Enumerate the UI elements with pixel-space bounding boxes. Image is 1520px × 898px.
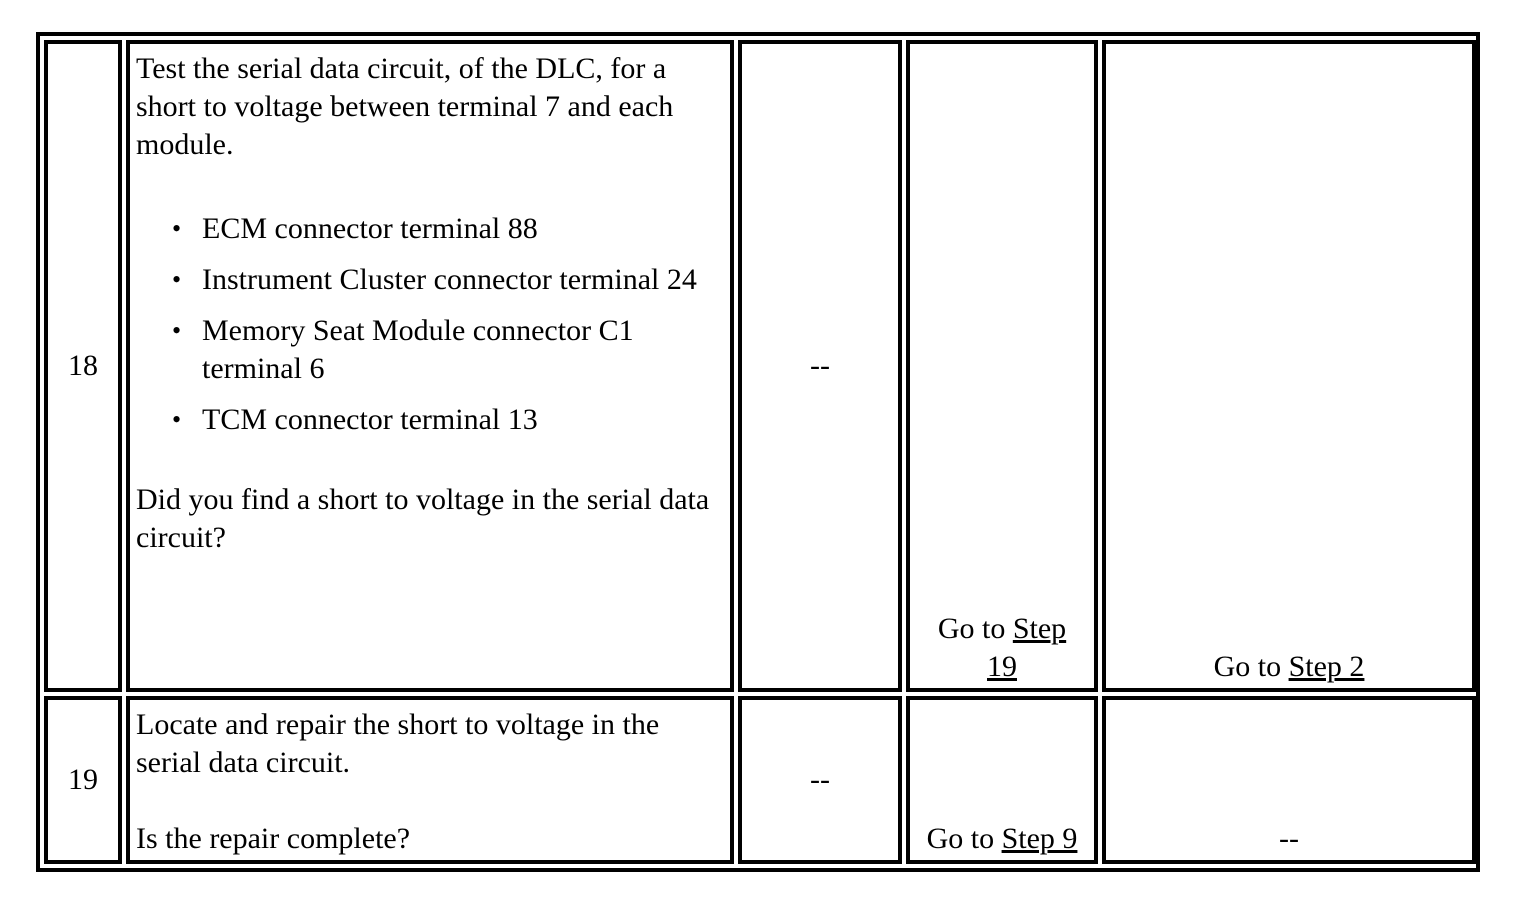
module-list: • ECM connector terminal 88 • Instrument C… xyxy=(136,210,722,439)
no-prefix: Go to xyxy=(1213,650,1289,683)
action-text: Locate and repair the short to voltage i… xyxy=(136,708,660,779)
question-text: Is the repair complete? xyxy=(136,822,411,855)
value-text: -- xyxy=(810,763,830,796)
yes-prefix: Go to xyxy=(926,822,1002,855)
yes-cell: Go to Step 19 xyxy=(906,40,1098,692)
yes-action: Go to Step 9 xyxy=(927,820,1078,858)
action-cell: Locate and repair the short to voltage i… xyxy=(126,696,734,864)
yes-prefix: Go to xyxy=(937,612,1013,645)
question-text: Did you find a short to voltage in the s… xyxy=(136,483,710,554)
list-item-text: ECM connector terminal 88 xyxy=(202,212,538,245)
step-number-cell: 18 xyxy=(44,40,122,692)
value-text: -- xyxy=(810,349,830,382)
action-text: Test the serial data circuit, of the DLC… xyxy=(136,52,674,161)
diagnostic-table: 18 Test the serial data circuit, of the … xyxy=(36,32,1480,872)
step-9-link[interactable]: Step 9 xyxy=(1001,822,1078,855)
step-number-cell: 19 xyxy=(44,696,122,864)
list-item: • Memory Seat Module connector C1 termina… xyxy=(172,312,722,388)
list-item: • Instrument Cluster connector terminal 2… xyxy=(172,261,722,299)
step-number: 19 xyxy=(68,763,98,796)
step-number: 18 xyxy=(68,349,98,382)
no-action: Go to Step 2 xyxy=(1214,648,1365,686)
no-action: -- xyxy=(1279,822,1299,855)
list-item-text: TCM connector terminal 13 xyxy=(202,403,538,436)
bullet-icon: • xyxy=(172,316,182,345)
bullet-icon: • xyxy=(172,214,182,243)
list-item-text: Instrument Cluster connector terminal 24 xyxy=(202,263,697,296)
list-item: • TCM connector terminal 13 xyxy=(172,401,722,439)
value-cell: -- xyxy=(738,40,902,692)
no-cell: -- xyxy=(1102,696,1476,864)
step-2-link[interactable]: Step 2 xyxy=(1288,650,1365,683)
yes-cell: Go to Step 9 xyxy=(906,696,1098,864)
action-cell: Test the serial data circuit, of the DLC… xyxy=(126,40,734,692)
bullet-icon: • xyxy=(172,405,182,434)
bullet-icon: • xyxy=(172,265,182,294)
yes-action: Go to Step 19 xyxy=(928,610,1076,686)
no-cell: Go to Step 2 xyxy=(1102,40,1476,692)
value-cell: -- xyxy=(738,696,902,864)
step-19-link[interactable]: Step 19 xyxy=(987,612,1067,683)
list-item-text: Memory Seat Module connector C1 terminal… xyxy=(202,314,634,385)
list-item: • ECM connector terminal 88 xyxy=(172,210,722,248)
